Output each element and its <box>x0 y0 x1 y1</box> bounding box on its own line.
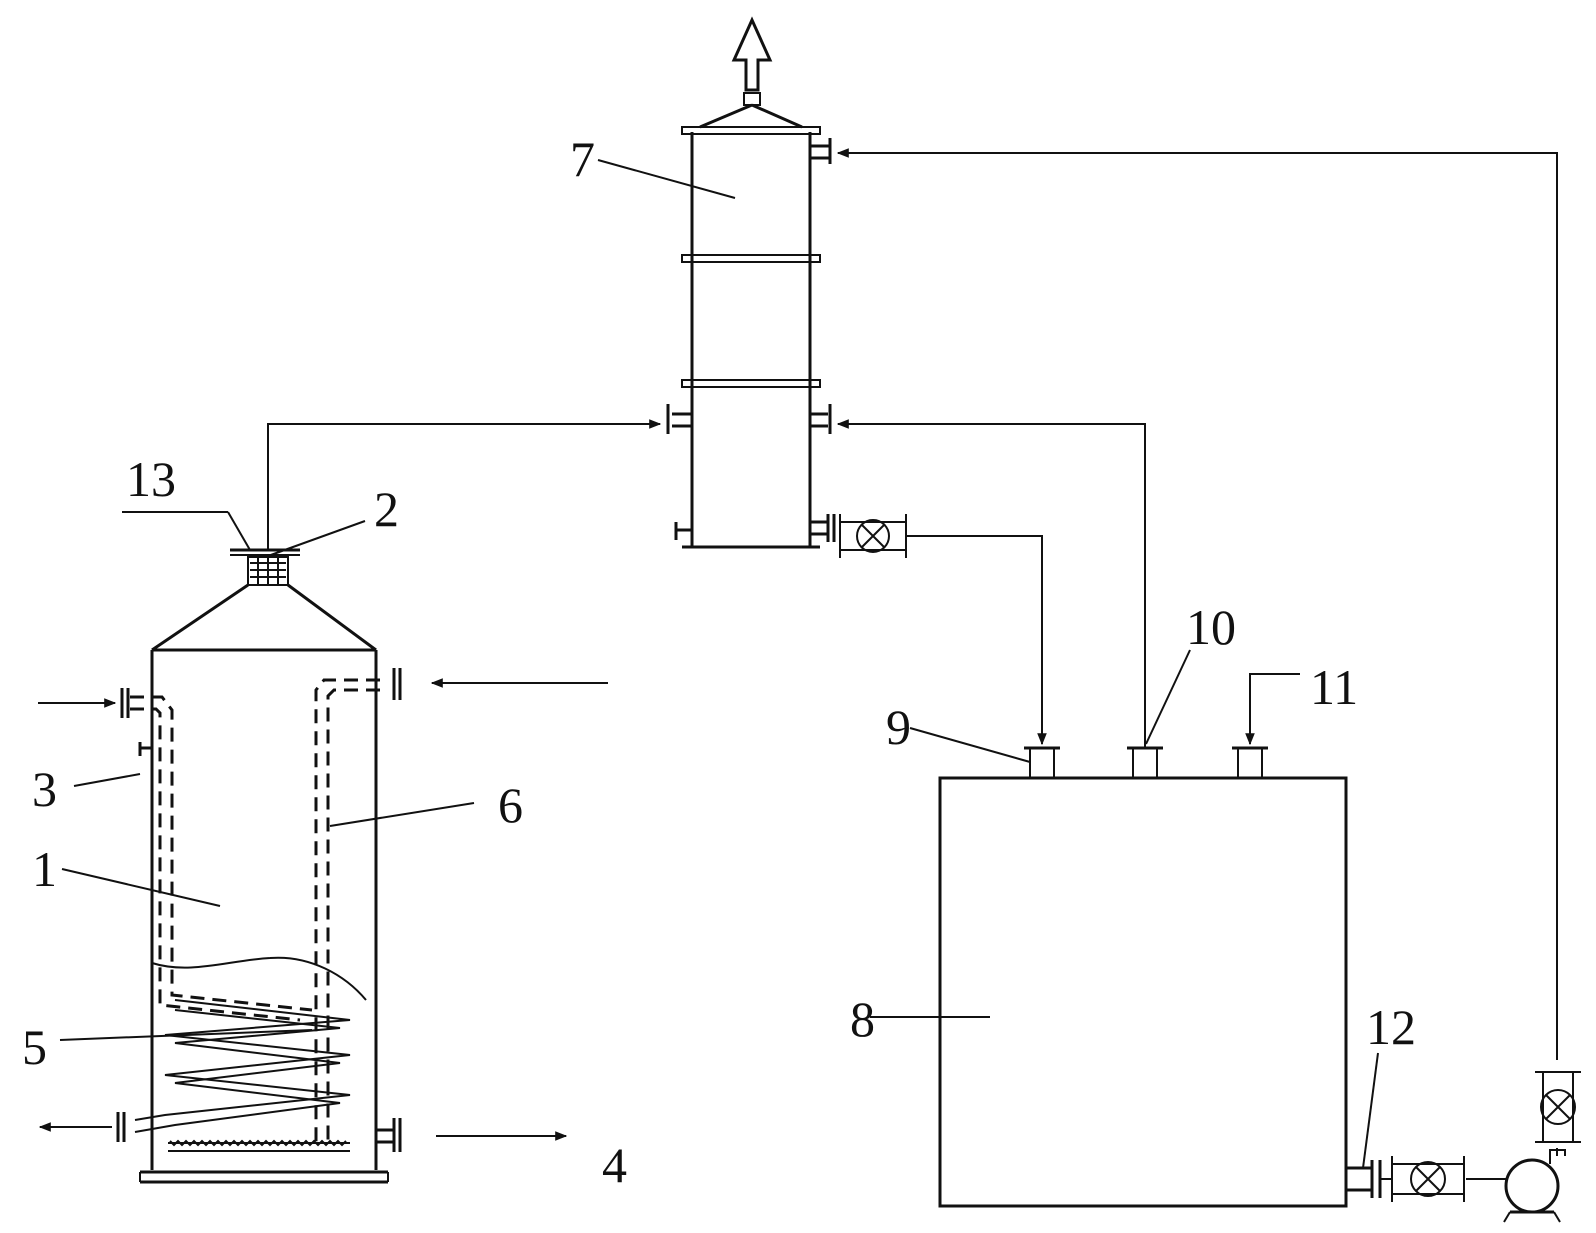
vessel-flow-arrows <box>38 678 608 1141</box>
label-11: 11 <box>1310 659 1358 715</box>
storage-tank <box>938 746 1382 1208</box>
valve-return-line <box>1535 1071 1581 1143</box>
reactor-vessel <box>139 583 389 1184</box>
label-10: 10 <box>1186 599 1236 655</box>
heating-coil <box>130 695 351 1133</box>
label-6: 6 <box>498 777 523 833</box>
scrubber-column <box>666 16 836 549</box>
label-1: 1 <box>32 841 57 897</box>
label-3: 3 <box>32 761 57 817</box>
label-4: 4 <box>602 1137 627 1193</box>
label-8: 8 <box>850 991 875 1047</box>
vessel-nozzles <box>116 668 402 1152</box>
label-7: 7 <box>570 131 595 187</box>
valve-tank-outlet <box>1391 1156 1465 1202</box>
dip-pipe <box>314 678 380 1145</box>
leader-lines <box>59 159 1379 1169</box>
label-13: 13 <box>126 451 176 507</box>
label-2: 2 <box>374 481 399 537</box>
top-filter-device <box>230 548 300 586</box>
valve-column-outlet <box>839 514 907 558</box>
label-9: 9 <box>886 699 911 755</box>
pump <box>1500 1149 1566 1223</box>
label-5: 5 <box>22 1019 47 1075</box>
component-labels: 13 2 3 1 5 6 4 7 9 10 11 8 12 <box>22 131 1416 1193</box>
label-12: 12 <box>1366 999 1416 1055</box>
piping <box>267 148 1558 1180</box>
